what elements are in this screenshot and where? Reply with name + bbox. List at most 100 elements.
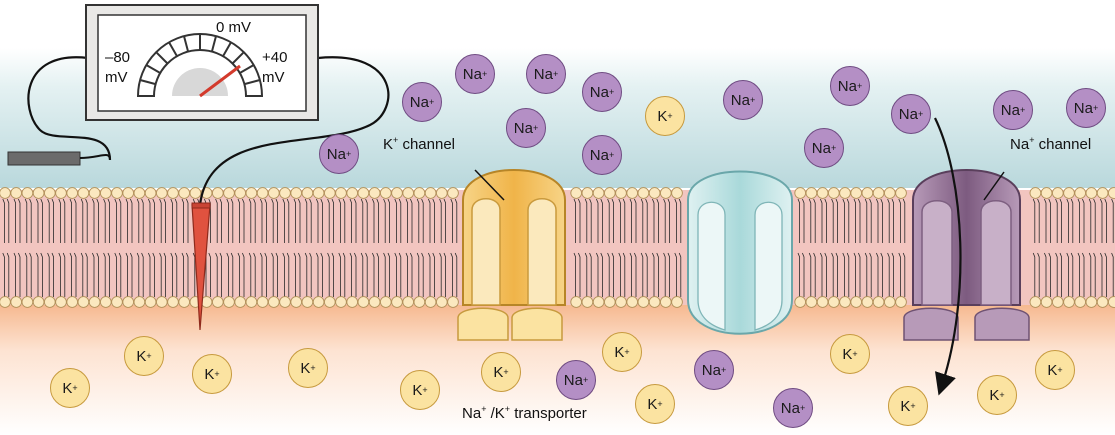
lipid-head — [312, 187, 325, 199]
lipid-tail — [219, 252, 222, 297]
lipid-tail — [163, 198, 166, 243]
lipid-tail — [640, 198, 644, 243]
lipid-head — [223, 296, 235, 308]
lipid-tail — [248, 198, 252, 243]
lipid-head — [805, 296, 818, 308]
k-ion: K+ — [888, 386, 928, 426]
lipid-tail — [1111, 252, 1114, 297]
lipid-tail — [891, 252, 894, 297]
lipid-tail — [130, 198, 133, 243]
lipid-tail — [372, 252, 375, 297]
lipid-head — [88, 296, 101, 308]
lipid-tail — [454, 198, 458, 243]
lipid-tail — [327, 252, 330, 297]
lipid-tail — [69, 198, 72, 243]
k-ion: K+ — [288, 348, 328, 388]
lipid-tail — [2, 198, 5, 243]
lipid-tail — [242, 198, 245, 243]
lipid-head — [659, 296, 672, 308]
lipid-tails — [2, 198, 1114, 297]
lipid-head — [43, 187, 56, 199]
k-ion: K+ — [645, 96, 685, 136]
lipid-head — [21, 187, 34, 199]
lipid-head — [77, 296, 90, 308]
na-ion: Na+ — [773, 388, 813, 428]
lipid-head — [850, 187, 863, 199]
meter-tick — [239, 64, 255, 74]
lipid-tail — [421, 252, 424, 297]
lipid-tail — [114, 252, 117, 297]
lipid-tail — [387, 252, 390, 297]
lipid-head — [66, 296, 79, 308]
lipid-tail — [215, 252, 218, 297]
lipid-tail — [450, 198, 453, 243]
lipid-tail — [1077, 198, 1080, 243]
lipid-tail — [304, 198, 308, 243]
lipid-head — [1085, 296, 1098, 308]
lipid-tail — [271, 252, 274, 297]
lipid-tail — [170, 252, 173, 297]
lipid-head — [637, 296, 650, 308]
lipid-tail — [1100, 198, 1103, 243]
lipid-tail — [148, 252, 151, 297]
lipid-tail — [271, 198, 274, 243]
lipid-head — [648, 296, 661, 308]
lipid-tail — [342, 252, 346, 297]
lipid-head — [1074, 187, 1087, 199]
lipid-head — [279, 187, 291, 199]
lipid-tail — [136, 198, 140, 243]
meter-tick — [145, 64, 161, 74]
lipid-tail — [432, 252, 435, 297]
lipid-tail — [802, 252, 805, 297]
lipid-tail — [85, 252, 88, 297]
lipid-tail — [584, 198, 588, 243]
k-ion: K+ — [481, 352, 521, 392]
lipid-head — [424, 187, 437, 199]
lipid-tail — [186, 252, 189, 297]
lipid-tail — [338, 198, 341, 243]
lipid-tail — [309, 198, 312, 243]
lipid-head — [402, 187, 415, 199]
k-ion: K+ — [602, 332, 642, 372]
lipid-tail — [1066, 252, 1069, 297]
lipid-tail — [253, 252, 256, 297]
lipid-tail — [331, 252, 334, 297]
na-ion: Na+ — [506, 108, 546, 148]
lipid-tail — [304, 252, 308, 297]
lipid-tail — [1055, 198, 1058, 243]
lipid-head — [659, 187, 672, 199]
lipid-head — [357, 296, 370, 308]
lipid-tail — [13, 198, 16, 243]
lipid-tail — [416, 198, 420, 243]
lipid-head — [144, 296, 157, 308]
k-ion: K+ — [50, 368, 90, 408]
lipid-tail — [125, 252, 128, 297]
lipid-tail — [439, 198, 442, 243]
lipid-head — [346, 187, 359, 199]
lipid-tail — [24, 198, 28, 243]
lipid-head — [122, 187, 135, 199]
lipid-head — [816, 296, 829, 308]
lipid-tail — [678, 252, 682, 297]
lipid-head — [245, 187, 258, 199]
lipid-tail — [607, 252, 610, 297]
na-ion: Na+ — [891, 94, 931, 134]
lipid-tail — [652, 252, 655, 297]
lipid-tail — [667, 198, 670, 243]
na-k-transporter — [687, 170, 793, 335]
lipid-tail — [578, 252, 581, 297]
lipid-tail — [443, 252, 446, 297]
lipid-tail — [656, 198, 659, 243]
lipid-head — [111, 296, 123, 308]
lipid-tail — [858, 198, 861, 243]
lipid-tail — [858, 252, 861, 297]
lipid-tail — [1093, 198, 1096, 243]
lipid-tail — [634, 252, 637, 297]
lipid-head — [1029, 296, 1042, 308]
lipid-head — [391, 187, 403, 199]
lipid-tail — [869, 198, 872, 243]
meter-wire-right — [198, 56, 390, 206]
lipid-tail — [656, 252, 659, 297]
na-k-transporter-label: Na+ /K+ transporter — [462, 404, 587, 422]
